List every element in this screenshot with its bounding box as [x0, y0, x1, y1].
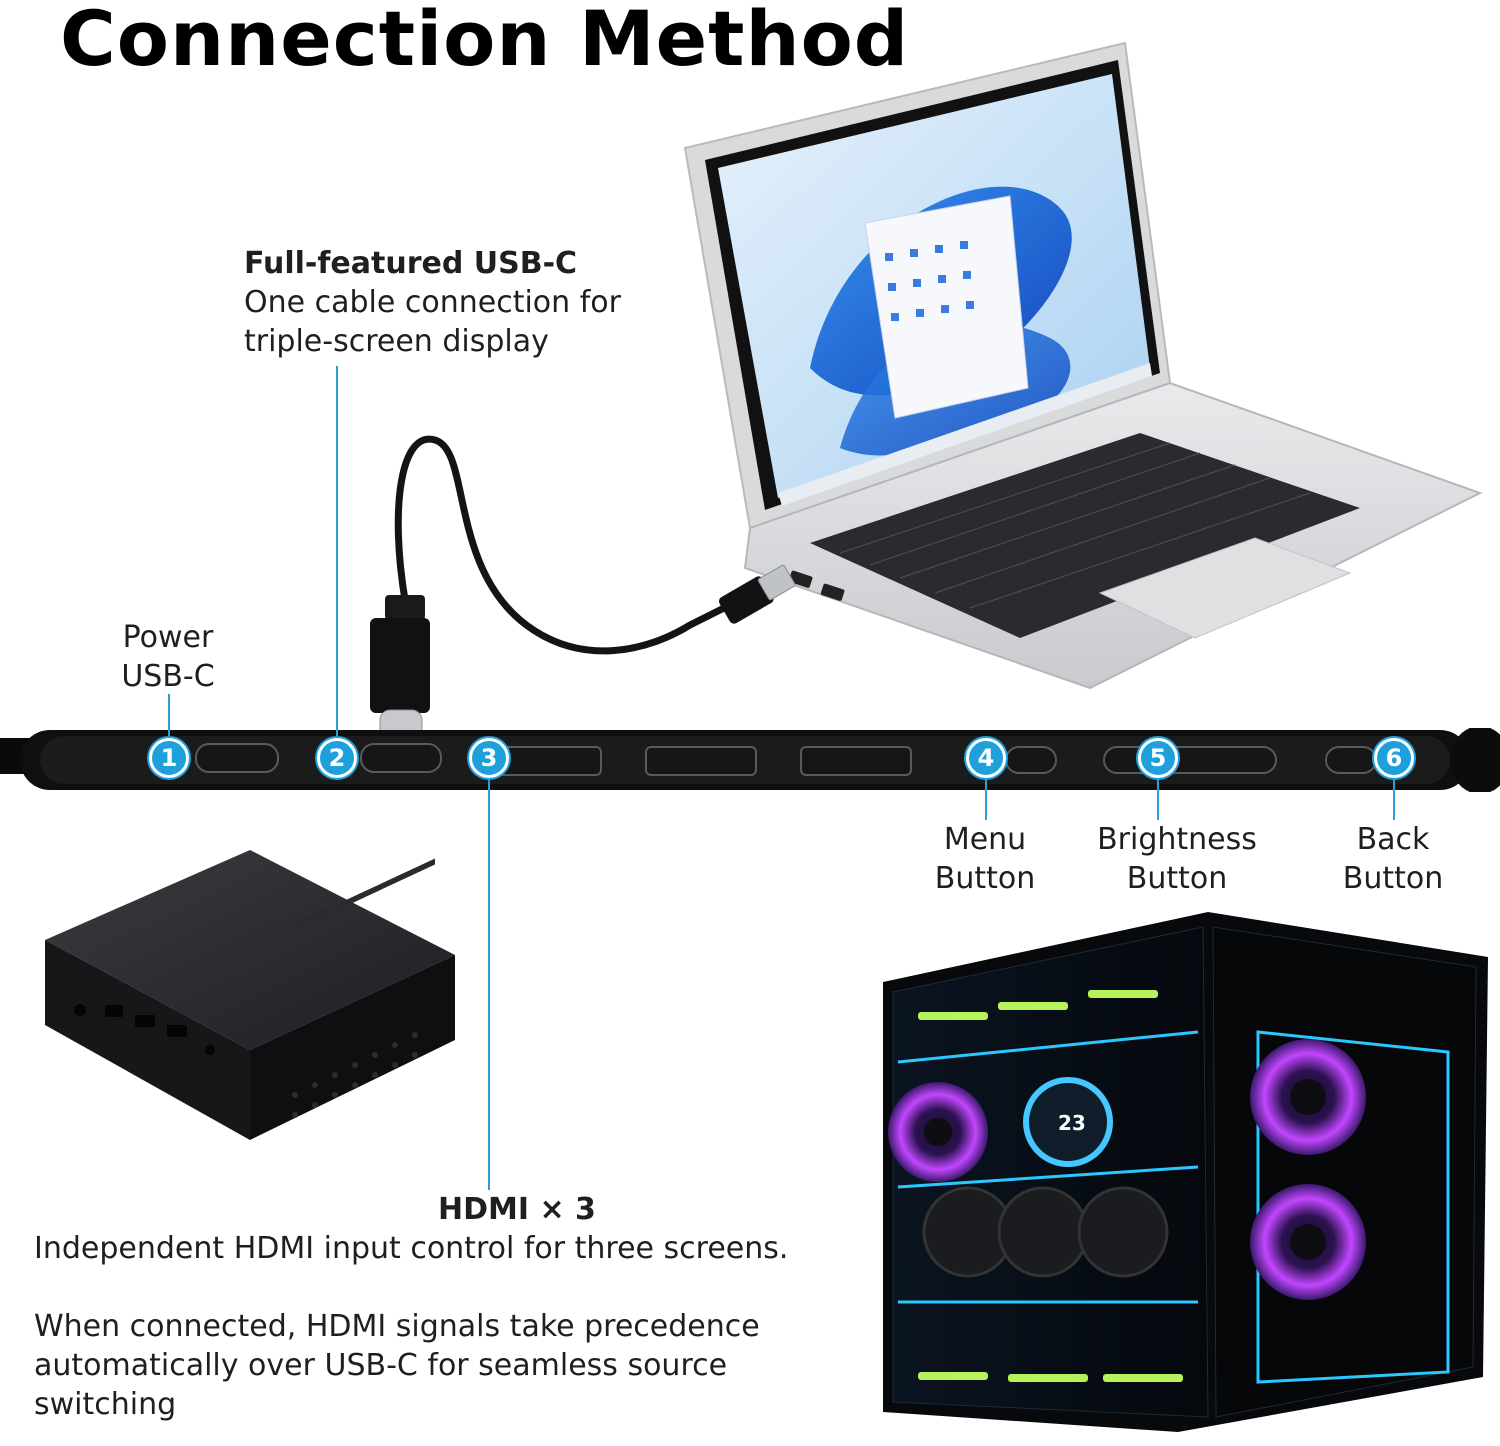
power-usbc-label: Power USB-C: [88, 618, 248, 696]
back-button[interactable]: [1325, 746, 1377, 774]
hdmi-line2: When connected, HDMI signals take preced…: [34, 1309, 760, 1344]
usbc-line1: One cable connection for: [244, 285, 621, 320]
hdmi-label: HDMI × 3 Independent HDMI input control …: [34, 1190, 788, 1424]
usbc-line2: triple-screen display: [244, 324, 549, 359]
power-usbc-line2: USB-C: [121, 659, 215, 694]
badge-4: 4: [966, 738, 1006, 778]
back-line1: Back: [1356, 822, 1430, 857]
hdmi-line1: Independent HDMI input control for three…: [34, 1231, 789, 1266]
page-title: Connection Method: [60, 0, 910, 83]
hdmi-heading: HDMI × 3: [438, 1192, 596, 1227]
full-featured-usbc-port: [360, 743, 442, 773]
brightness-button[interactable]: [1103, 746, 1277, 774]
hdmi-port-3: [800, 746, 912, 776]
power-usbc-port: [195, 743, 279, 773]
mini-pc-illustration: [45, 850, 455, 1140]
badge-5: 5: [1138, 738, 1178, 778]
power-usbc-line1: Power: [122, 620, 214, 655]
hdmi-line4: switching: [34, 1387, 177, 1422]
badge-6: 6: [1374, 738, 1414, 778]
menu-line2: Button: [934, 861, 1036, 896]
hdmi-callout-line: [488, 778, 490, 1190]
back-callout-line: [1393, 778, 1395, 820]
brightness-callout-line: [1157, 778, 1159, 820]
gaming-pc-illustration: 23: [883, 912, 1488, 1432]
menu-callout-line: [985, 778, 987, 820]
menu-label: Menu Button: [905, 820, 1065, 898]
usbc-callout-line: [336, 366, 338, 736]
svg-text:23: 23: [1058, 1111, 1086, 1135]
badge-1: 1: [149, 738, 189, 778]
brightness-line2: Button: [1126, 861, 1228, 896]
monitor-edge-bar: [0, 728, 1500, 792]
laptop-illustration: [683, 41, 1483, 690]
power-callout-line: [168, 694, 170, 736]
brightness-line1: Brightness: [1097, 822, 1257, 857]
back-line2: Button: [1342, 861, 1444, 896]
hdmi-line3: automatically over USB-C for seamless so…: [34, 1348, 728, 1383]
badge-2: 2: [317, 738, 357, 778]
brightness-label: Brightness Button: [1072, 820, 1282, 898]
usbc-label: Full-featured USB-C One cable connection…: [244, 244, 621, 361]
badge-3: 3: [469, 738, 509, 778]
menu-button[interactable]: [1005, 746, 1057, 774]
back-label: Back Button: [1313, 820, 1473, 898]
menu-line1: Menu: [943, 822, 1027, 857]
hdmi-port-2: [645, 746, 757, 776]
usb-cable-illustration: [370, 435, 796, 753]
usbc-heading: Full-featured USB-C: [244, 246, 578, 281]
